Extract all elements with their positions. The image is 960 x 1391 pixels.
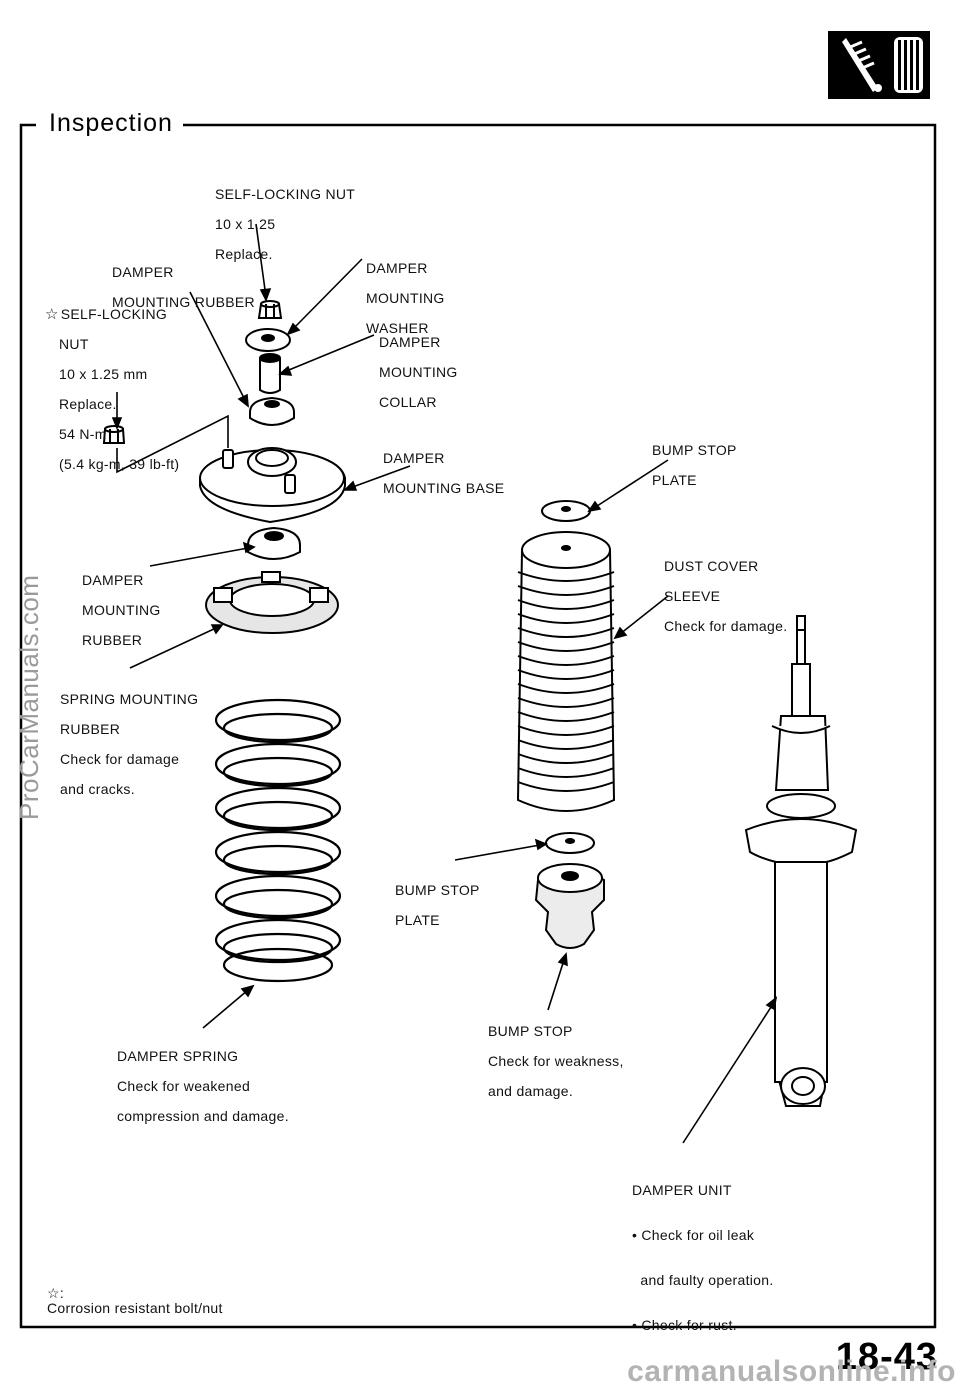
label-line: SELF-LOCKING: [60, 306, 168, 322]
label-line: and cracks.: [60, 781, 135, 797]
damper-mounting-rubber-upper-part: [249, 396, 295, 426]
label-line: RUBBER: [82, 632, 143, 648]
label-damper-mounting-base: DAMPER MOUNTING BASE: [383, 436, 504, 511]
page-number: 18-43: [835, 1336, 938, 1378]
damper-mounting-collar-part: [259, 353, 281, 394]
label-line: 10 x 1.25: [215, 216, 276, 232]
label-line: compression and damage.: [117, 1108, 289, 1124]
label-line: Check for weakened: [117, 1078, 251, 1094]
label-damper-mounting-rubber-lower: DAMPER MOUNTING RUBBER: [82, 558, 161, 663]
label-bump-stop: BUMP STOP Check for weakness, and damage…: [488, 1009, 624, 1114]
label-line: DAMPER SPRING: [117, 1048, 239, 1064]
label-line: and damage.: [488, 1083, 574, 1099]
label-line: MOUNTING: [82, 602, 161, 618]
label-line: MOUNTING RUBBER: [112, 294, 255, 310]
label-line: Replace.: [215, 246, 273, 262]
label-line: DAMPER: [383, 450, 445, 466]
damper-mounting-rubber-lower-part: [247, 526, 301, 560]
label-line: MOUNTING BASE: [383, 480, 505, 496]
corrosion-star-icon: ☆: [45, 306, 59, 323]
footnote: ☆: Corrosion resistant bolt/nut: [47, 1271, 223, 1316]
label-line: NUT: [59, 336, 89, 352]
label-self-locking-nut-top: SELF-LOCKING NUT 10 x 1.25 Replace.: [215, 172, 355, 277]
label-damper-mounting-rubber-upper: DAMPER MOUNTING RUBBER: [112, 250, 255, 325]
label-damper-mounting-washer: DAMPER MOUNTING WASHER: [366, 246, 445, 351]
label-damper-spring: DAMPER SPRING Check for weakened compres…: [117, 1034, 289, 1139]
label-line: DAMPER: [82, 572, 144, 588]
label-bump-stop-plate-top: BUMP STOP PLATE: [652, 428, 737, 503]
label-line: DAMPER: [112, 264, 174, 280]
label-line: WASHER: [366, 320, 429, 336]
label-line: • Check for oil leak: [632, 1227, 755, 1243]
label-line: DUST COVER: [664, 558, 759, 574]
damper-mounting-washer-part: [245, 328, 291, 352]
label-bump-stop-plate-bottom: BUMP STOP PLATE: [395, 868, 480, 943]
label-line: DAMPER UNIT: [632, 1182, 732, 1198]
side-watermark: ProCarManuals.com: [14, 574, 44, 820]
label-line: MOUNTING: [379, 364, 458, 380]
label-line: Check for damage.: [664, 618, 788, 634]
section-title: Inspection: [47, 109, 183, 138]
footnote-text: Corrosion resistant bolt/nut: [47, 1300, 223, 1316]
label-line: DAMPER: [379, 334, 441, 350]
label-dust-cover-sleeve: DUST COVER SLEEVE Check for damage.: [664, 544, 787, 649]
label-line: RUBBER: [60, 721, 121, 737]
label-line: Check for weakness,: [488, 1053, 624, 1069]
label-line: DAMPER: [366, 260, 428, 276]
spring-mounting-rubber-part: [205, 571, 339, 634]
label-line: BUMP STOP: [395, 882, 480, 898]
damper-spring-part: [214, 698, 342, 983]
dust-cover-sleeve-part: [516, 531, 616, 812]
self-locking-nut-top-part: [257, 300, 283, 319]
bump-stop-plate-top-part: [541, 500, 591, 522]
frame-border: [19, 123, 937, 1329]
label-line: SLEEVE: [664, 588, 721, 604]
label-line: 54 N-m: [59, 426, 107, 442]
leader-lines: [111, 223, 778, 1144]
label-spring-mounting-rubber: SPRING MOUNTING RUBBER Check for damage …: [60, 677, 198, 812]
label-self-locking-nut-side: ☆SELF-LOCKING NUT 10 x 1.25 mm Replace. …: [45, 292, 179, 487]
label-line: PLATE: [652, 472, 697, 488]
label-line: MOUNTING: [366, 290, 445, 306]
suspension-section-icon: [828, 31, 930, 99]
label-line: 10 x 1.25 mm: [59, 366, 148, 382]
label-line: and faulty operation.: [632, 1272, 774, 1288]
label-line: BUMP STOP: [652, 442, 737, 458]
label-line: PLATE: [395, 912, 440, 928]
bump-stop-plate-bottom-part: [545, 832, 595, 854]
label-line: (5.4 kg-m, 39 lb-ft): [59, 456, 180, 472]
label-line: COLLAR: [379, 394, 437, 410]
label-line: • Check for rust.: [632, 1317, 737, 1333]
bump-stop-part: [534, 863, 605, 949]
label-line: BUMP STOP: [488, 1023, 573, 1039]
label-line: SPRING MOUNTING: [60, 691, 199, 707]
damper-mounting-base-part: [199, 447, 346, 524]
footnote-symbol: ☆:: [47, 1285, 65, 1301]
label-damper-unit: DAMPER UNIT • Check for oil leak and fau…: [632, 1153, 774, 1348]
label-line: Check for damage: [60, 751, 180, 767]
label-line: Replace.: [59, 396, 117, 412]
label-damper-mounting-collar: DAMPER MOUNTING COLLAR: [379, 320, 458, 425]
footer-watermark: carmanualsonline.info: [627, 1355, 956, 1388]
label-line: SELF-LOCKING NUT: [215, 186, 356, 202]
damper-unit-part: [744, 615, 858, 1107]
